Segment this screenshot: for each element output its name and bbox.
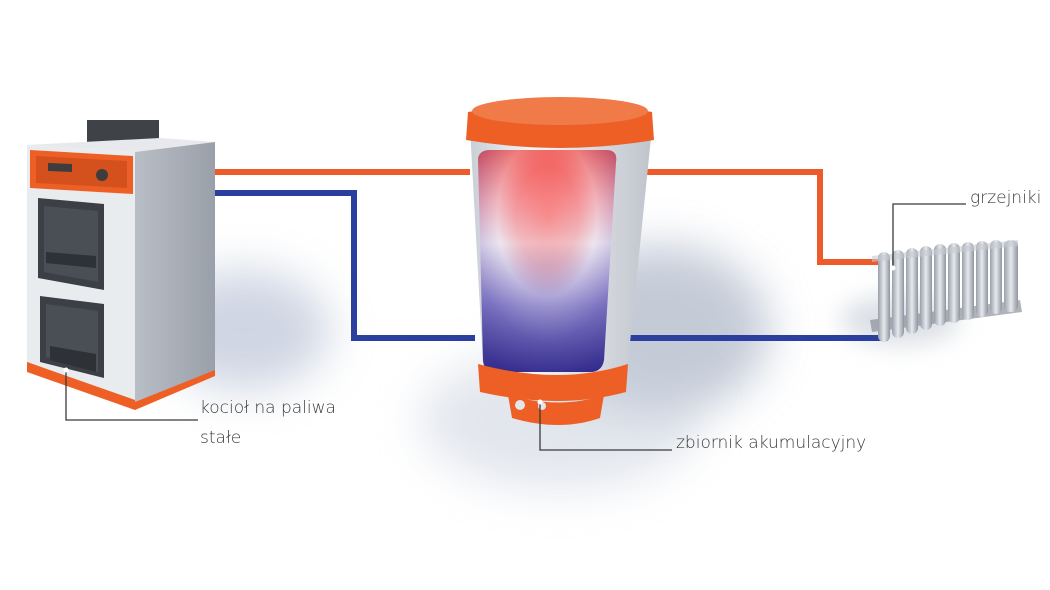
boiler-leader-line	[65, 370, 198, 421]
boiler-label-line-1: kocioł na paliwa	[200, 398, 336, 418]
solid-fuel-boiler	[27, 120, 215, 410]
boiler-knob	[96, 169, 108, 181]
radiators-label: grzejniki	[970, 188, 1042, 208]
boiler-side	[135, 142, 215, 408]
cold-pipe-tank-to-boiler	[215, 190, 475, 341]
boiler-display	[48, 163, 72, 172]
radiator	[870, 240, 1022, 342]
radiator-fins	[878, 240, 1018, 342]
tank-label: zbiornik akumulacyjny	[676, 433, 867, 453]
tank-bottom-cap	[478, 364, 628, 401]
boiler-label-line-2: stałe	[200, 428, 242, 448]
radiator-leader-line	[892, 203, 966, 268]
tank-leader-line	[539, 402, 672, 451]
boiler-top	[27, 138, 215, 152]
pipes	[215, 169, 888, 341]
accumulation-tank	[466, 97, 654, 425]
leader-lines	[65, 203, 966, 451]
hot-pipe-tank-to-radiator	[636, 169, 882, 265]
tank-foot	[508, 395, 604, 425]
boiler-flue	[87, 120, 159, 142]
